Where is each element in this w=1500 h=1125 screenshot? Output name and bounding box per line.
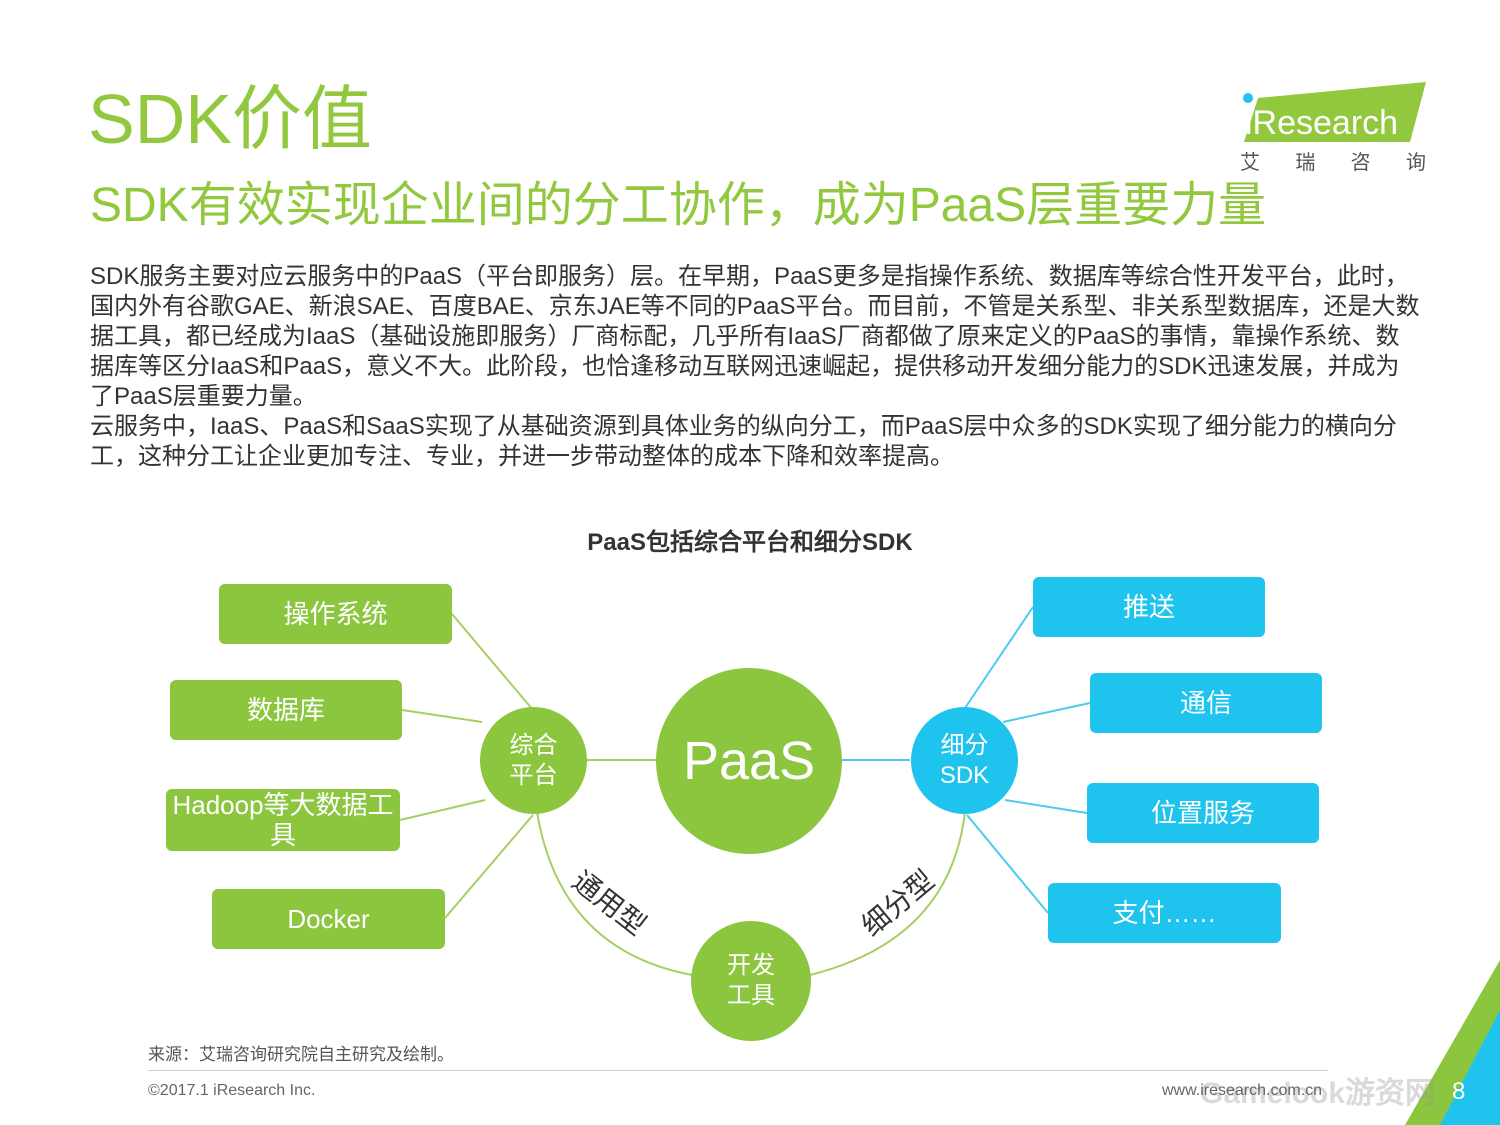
left-item-docker: Docker bbox=[212, 889, 445, 949]
right-hub-circle: 细分 SDK bbox=[911, 707, 1018, 814]
source-note: 来源：艾瑞咨询研究院自主研究及绘制。 bbox=[148, 1045, 454, 1064]
right-item-payment: 支付…… bbox=[1048, 883, 1281, 943]
diagram-title: PaaS包括综合平台和细分SDK bbox=[587, 529, 913, 556]
svg-text:iResearch: iResearch bbox=[1245, 104, 1398, 142]
iresearch-logo: iResearch bbox=[1243, 82, 1426, 142]
bottom-hub-circle: 开发 工具 bbox=[691, 921, 811, 1041]
left-hub-circle: 综合 平台 bbox=[480, 707, 587, 814]
body-paragraph-1: SDK服务主要对应云服务中的PaaS（平台即服务）层。在早期，PaaS更多是指操… bbox=[90, 263, 1420, 410]
left-item-database: 数据库 bbox=[170, 680, 402, 740]
right-item-push: 推送 bbox=[1033, 577, 1265, 637]
left-item-os: 操作系统 bbox=[219, 584, 452, 644]
page-number: 8 bbox=[1452, 1078, 1466, 1105]
website-link[interactable]: www.iresearch.com.cn bbox=[1162, 1082, 1323, 1099]
body-paragraph-2: 云服务中，IaaS、PaaS和SaaS实现了从基础资源到具体业务的纵向分工，而P… bbox=[90, 413, 1397, 470]
page-title: SDK价值 bbox=[88, 80, 372, 158]
watermark: Gamelook游资网 bbox=[1200, 1077, 1436, 1110]
body-text: SDK服务主要对应云服务中的PaaS（平台即服务）层。在早期，PaaS更多是指操… bbox=[90, 262, 1420, 472]
copyright: ©2017.1 iResearch Inc. bbox=[148, 1082, 316, 1099]
right-item-location: 位置服务 bbox=[1087, 783, 1319, 843]
left-item-hadoop: Hadoop等大数据工具 bbox=[166, 789, 400, 851]
logo-subtext: 艾 瑞 咨 询 bbox=[1240, 152, 1426, 174]
footer-divider bbox=[148, 1070, 1328, 1071]
center-paas-circle: PaaS bbox=[656, 668, 842, 854]
page-subtitle: SDK有效实现企业间的分工协作，成为PaaS层重要力量 bbox=[90, 179, 1267, 232]
right-item-communication: 通信 bbox=[1090, 673, 1322, 733]
